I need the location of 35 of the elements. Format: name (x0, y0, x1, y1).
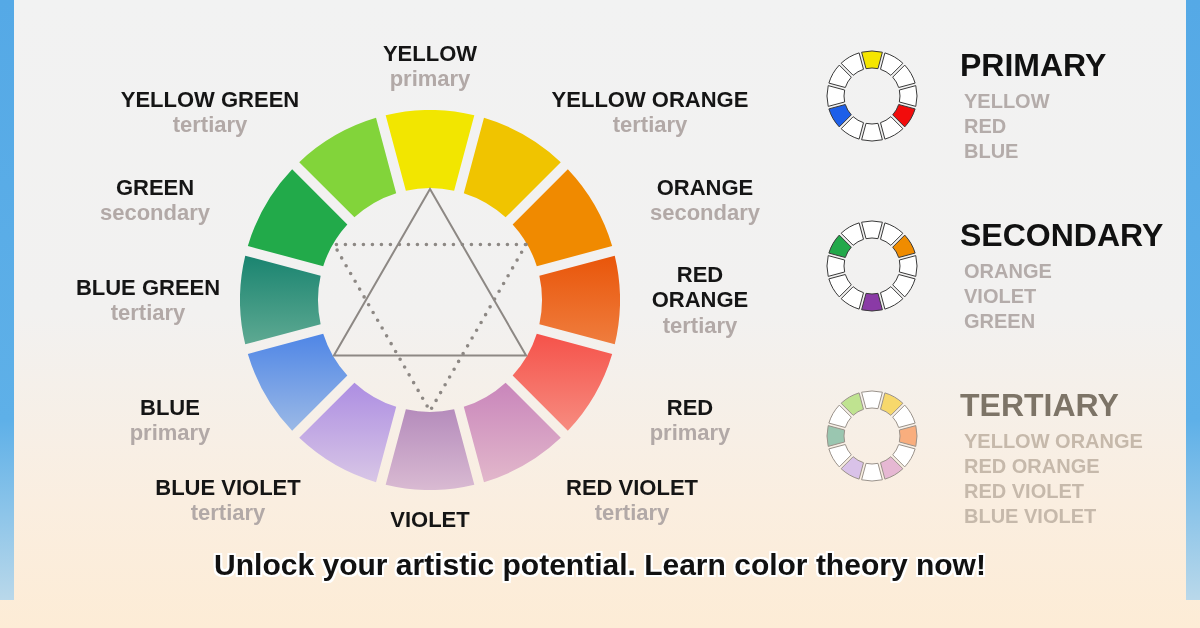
color-category-label: secondary (649, 200, 761, 226)
caption: Unlock your artistic potential. Learn color theory now! (214, 548, 986, 583)
color-name-label: RED VIOLET (566, 474, 698, 500)
color-category-label: primary (129, 420, 211, 446)
list-item: VIOLET (964, 285, 1037, 307)
list-item: BLUE (964, 140, 1019, 162)
color-name-label: RED ORANGE (650, 262, 750, 313)
color-name-label: RED (666, 394, 714, 420)
color-category-label: tertiary (172, 112, 248, 138)
color-category-label: primary (649, 420, 731, 446)
color-category-label: primary (389, 66, 471, 92)
color-name-label: VIOLET (390, 507, 470, 533)
color-category-label: tertiary (190, 500, 266, 526)
color-category-label: tertiary (594, 500, 670, 526)
color-name-label: BLUE VIOLET (155, 474, 301, 500)
color-category-label: tertiary (662, 312, 738, 338)
section-heading: PRIMARY (960, 48, 1107, 84)
list-item: YELLOW ORANGE (964, 430, 1143, 452)
color-name-label: ORANGE (656, 174, 754, 200)
list-item: ORANGE (964, 260, 1052, 282)
color-category-label: secondary (99, 200, 211, 226)
color-category-label: tertiary (110, 300, 186, 326)
color-name-label: YELLOW ORANGE (551, 86, 749, 112)
color-name-label: YELLOW GREEN (120, 86, 300, 112)
color-name-label: YELLOW (382, 40, 478, 66)
section-heading: TERTIARY (960, 388, 1119, 424)
list-item: RED ORANGE (964, 455, 1100, 477)
color-name-label: GREEN (115, 174, 195, 200)
section-heading: SECONDARY (960, 218, 1164, 254)
list-item: YELLOW (964, 90, 1050, 112)
color-name-label: BLUE (140, 394, 200, 420)
color-name-label: BLUE GREEN (75, 274, 221, 300)
list-item: RED (964, 115, 1007, 137)
color-category-label: tertiary (612, 112, 688, 138)
list-item: GREEN (964, 310, 1036, 332)
